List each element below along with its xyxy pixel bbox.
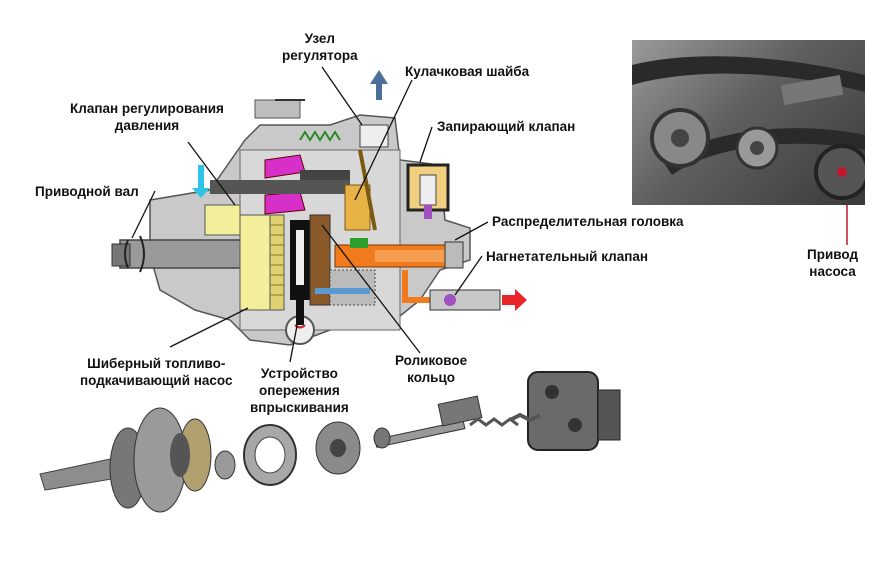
label-vane-pump: Шиберный топливо-подкачивающий насос bbox=[80, 356, 233, 388]
label-drive-shaft: Приводной вал bbox=[35, 184, 139, 199]
label-shutoff-valve: Запирающий клапан bbox=[437, 119, 576, 134]
governor-flyweights bbox=[210, 154, 350, 215]
roller-ring-part bbox=[243, 424, 297, 486]
plunger-part bbox=[373, 395, 519, 449]
label-distributor-head: Распределительная головка bbox=[492, 214, 684, 229]
drive-shaft bbox=[111, 235, 261, 273]
shutoff-valve-section bbox=[406, 163, 450, 219]
cam-disc-part bbox=[315, 421, 361, 475]
distributor-head-part bbox=[509, 371, 621, 451]
regulator-linkage bbox=[299, 124, 389, 231]
return-arrow-icon bbox=[370, 70, 388, 100]
roller-ring-section bbox=[290, 214, 376, 306]
vane-rotor-part bbox=[214, 450, 236, 480]
exploded-parts-illustration bbox=[39, 371, 621, 513]
leader-lines bbox=[131, 66, 489, 363]
distributor-plunger bbox=[334, 238, 464, 269]
timing-device-section bbox=[285, 285, 315, 345]
label-cam-disc: Кулачковая шайба bbox=[405, 64, 530, 79]
inlet-arrow-icon bbox=[192, 165, 210, 198]
shaft-gear-part bbox=[39, 407, 212, 513]
timing-belt-photo bbox=[632, 40, 865, 205]
label-delivery-valve: Нагнетательный клапан bbox=[486, 249, 649, 264]
outlet-arrow-icon bbox=[502, 289, 527, 311]
vane-pump-section bbox=[204, 204, 285, 311]
delivery-valve-section bbox=[315, 270, 501, 311]
flow-arrows bbox=[192, 70, 527, 311]
